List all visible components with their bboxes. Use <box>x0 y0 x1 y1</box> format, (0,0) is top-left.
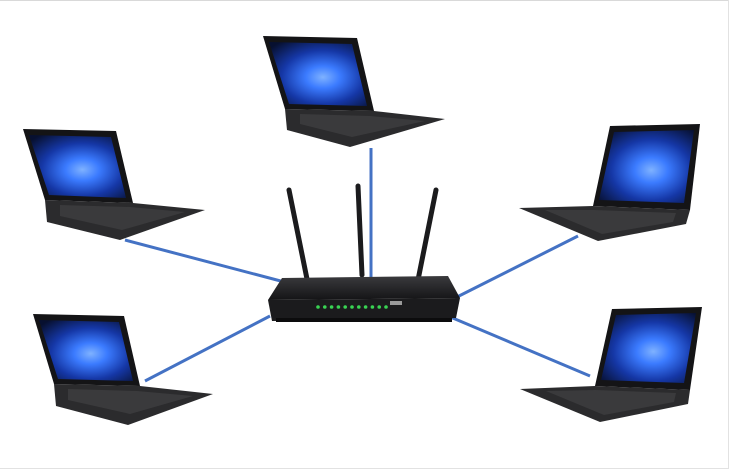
link-laptop-upper-left <box>124 238 293 286</box>
router-led <box>316 305 320 309</box>
laptop-upper-left <box>23 129 205 240</box>
laptop-keyboard <box>68 389 193 414</box>
router-led <box>363 305 368 309</box>
link-laptop-upper-right <box>454 234 579 300</box>
laptop-keyboard <box>546 390 676 415</box>
laptop-screen <box>29 135 126 198</box>
router-base-shadow <box>276 318 452 322</box>
router-led <box>329 305 334 309</box>
router-led <box>336 305 341 309</box>
frame-top-border <box>0 0 729 1</box>
laptop-lower-right <box>520 307 702 422</box>
router-status-leds <box>316 305 388 309</box>
router-led <box>350 305 354 309</box>
laptop-keyboard <box>300 114 425 137</box>
antenna-right <box>415 187 439 283</box>
laptop-upper-right <box>519 124 700 241</box>
laptop-screen <box>269 42 367 106</box>
router-led <box>357 305 361 309</box>
laptop-lower-left <box>33 314 213 425</box>
router-logo-plate <box>390 301 402 305</box>
router-top <box>268 276 460 300</box>
laptop-screen <box>599 130 694 203</box>
link-laptop-lower-right <box>447 314 591 378</box>
antenna-left <box>286 187 310 282</box>
links <box>124 148 591 383</box>
router-led <box>384 305 388 309</box>
router-led <box>343 305 348 309</box>
antenna-middle <box>355 183 365 278</box>
router-led <box>323 305 327 309</box>
router-front <box>268 298 460 321</box>
laptop-keyboard <box>545 210 676 234</box>
laptop-keyboard <box>60 205 185 230</box>
router-antennas <box>286 183 439 283</box>
router-led <box>377 305 382 309</box>
router-led <box>370 305 375 309</box>
wireless-router <box>268 183 460 322</box>
laptop-top <box>263 36 445 147</box>
laptop-screen <box>601 313 696 383</box>
laptop-screen <box>39 320 133 381</box>
link-laptop-lower-left <box>144 314 271 383</box>
